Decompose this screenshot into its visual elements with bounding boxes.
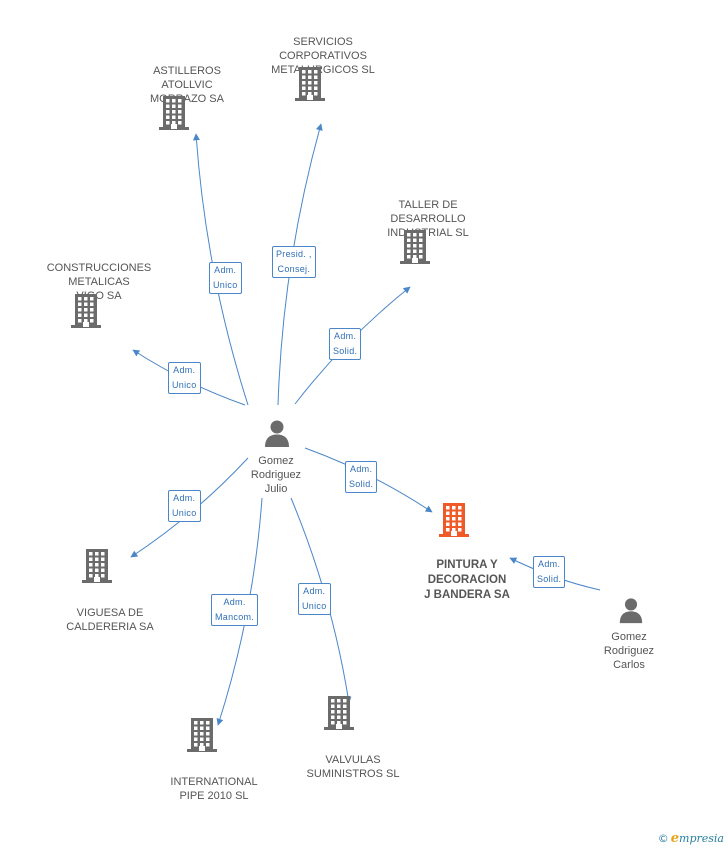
center-person-name[interactable]: Gomez Rodriguez Julio	[250, 455, 302, 495]
person-icon	[265, 420, 289, 447]
company-label-viguesa[interactable]: VIGUESA DE CALDERERIA SA	[66, 607, 154, 633]
relation-label-international: Adm. Mancom.	[211, 594, 259, 626]
building-icon-construcciones[interactable]	[70, 293, 102, 334]
company-label-pintura[interactable]: PINTURA Y DECORACION J BANDERA SA	[424, 559, 510, 601]
building-icon-viguesa[interactable]	[81, 548, 113, 589]
relation-label-pintura: Adm. Solid.	[345, 461, 378, 493]
brand-logo-text: mpresia	[679, 832, 724, 845]
relation-label-construcciones: Adm. Unico	[168, 362, 201, 394]
company-label-international[interactable]: INTERNATIONAL PIPE 2010 SL	[170, 776, 258, 802]
relation-label-taller: Adm. Solid.	[329, 328, 362, 360]
building-icon	[82, 549, 112, 583]
building-icon-international[interactable]	[186, 717, 218, 758]
person-name-carlos[interactable]: Gomez Rodriguez Carlos	[603, 631, 655, 671]
building-icon	[324, 696, 354, 730]
brand-logo-e: e	[670, 831, 680, 846]
person-icon-center[interactable]	[262, 418, 292, 453]
company-label-taller[interactable]: TALLER DE DESARROLLO INDUSTRIAL SL	[387, 199, 469, 239]
building-icon-pintura[interactable]	[438, 502, 470, 543]
building-icon	[295, 67, 325, 101]
relation-label-carlos: Adm. Solid.	[533, 556, 566, 588]
building-icon-valvulas[interactable]	[323, 695, 355, 736]
building-icon-astilleros[interactable]	[158, 95, 190, 136]
building-icon-servicios[interactable]	[294, 66, 326, 107]
company-label-servicios[interactable]: SERVICIOS CORPORATIVOS METALURGICOS SL	[271, 36, 375, 76]
copyright-symbol: ©	[657, 832, 669, 845]
relation-label-viguesa: Adm. Unico	[168, 490, 201, 522]
company-label-construcciones[interactable]: CONSTRUCCIONES METALICAS VIGO SA	[46, 262, 152, 302]
person-icon	[619, 598, 643, 624]
relation-label-servicios: Presid. , Consej.	[272, 246, 316, 278]
company-label-valvulas[interactable]: VALVULAS SUMINISTROS SL	[306, 754, 400, 780]
person-icon-carlos[interactable]	[617, 596, 645, 629]
building-icon	[187, 718, 217, 752]
building-icon	[159, 96, 189, 130]
building-icon	[400, 230, 430, 264]
empresia-watermark[interactable]: ©empresia	[658, 831, 724, 846]
building-icon-taller[interactable]	[399, 229, 431, 270]
relation-label-valvulas: Adm. Unico	[298, 583, 331, 615]
building-icon	[71, 294, 101, 328]
relation-label-astilleros: Adm. Unico	[209, 262, 242, 294]
building-icon	[439, 503, 469, 537]
